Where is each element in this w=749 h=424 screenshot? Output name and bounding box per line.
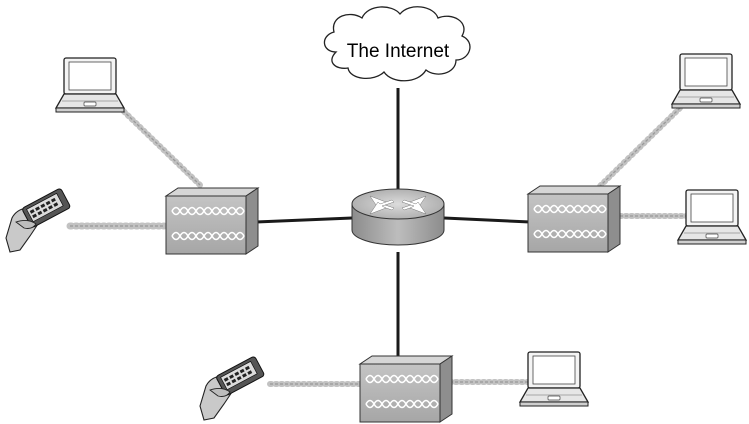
handheld-pda-bottom-icon [199, 355, 266, 421]
laptop-bottom-icon [519, 351, 589, 407]
wireless-access-point-left-icon [165, 187, 259, 255]
laptop-right-icon [677, 189, 747, 245]
router-icon [351, 188, 445, 246]
internet-cloud-label: The Internet [347, 41, 450, 62]
link-router-ap-left [255, 216, 353, 224]
laptop-top-left-icon [55, 57, 125, 113]
internet-cloud: The Internet [323, 6, 471, 82]
laptop-top-right-icon [671, 53, 741, 109]
wired-links [255, 88, 531, 362]
wireless-link-laptop-top-left-coil [109, 97, 203, 188]
wireless-link-laptop-top-right-coil [597, 105, 683, 189]
router-arrows-icon [369, 195, 427, 215]
wireless-links [66, 97, 709, 387]
handheld-pda-left-icon [5, 187, 72, 253]
wireless-access-point-right-icon [527, 185, 621, 253]
link-router-ap-right [443, 216, 531, 224]
wireless-access-point-bottom-icon [359, 355, 453, 423]
